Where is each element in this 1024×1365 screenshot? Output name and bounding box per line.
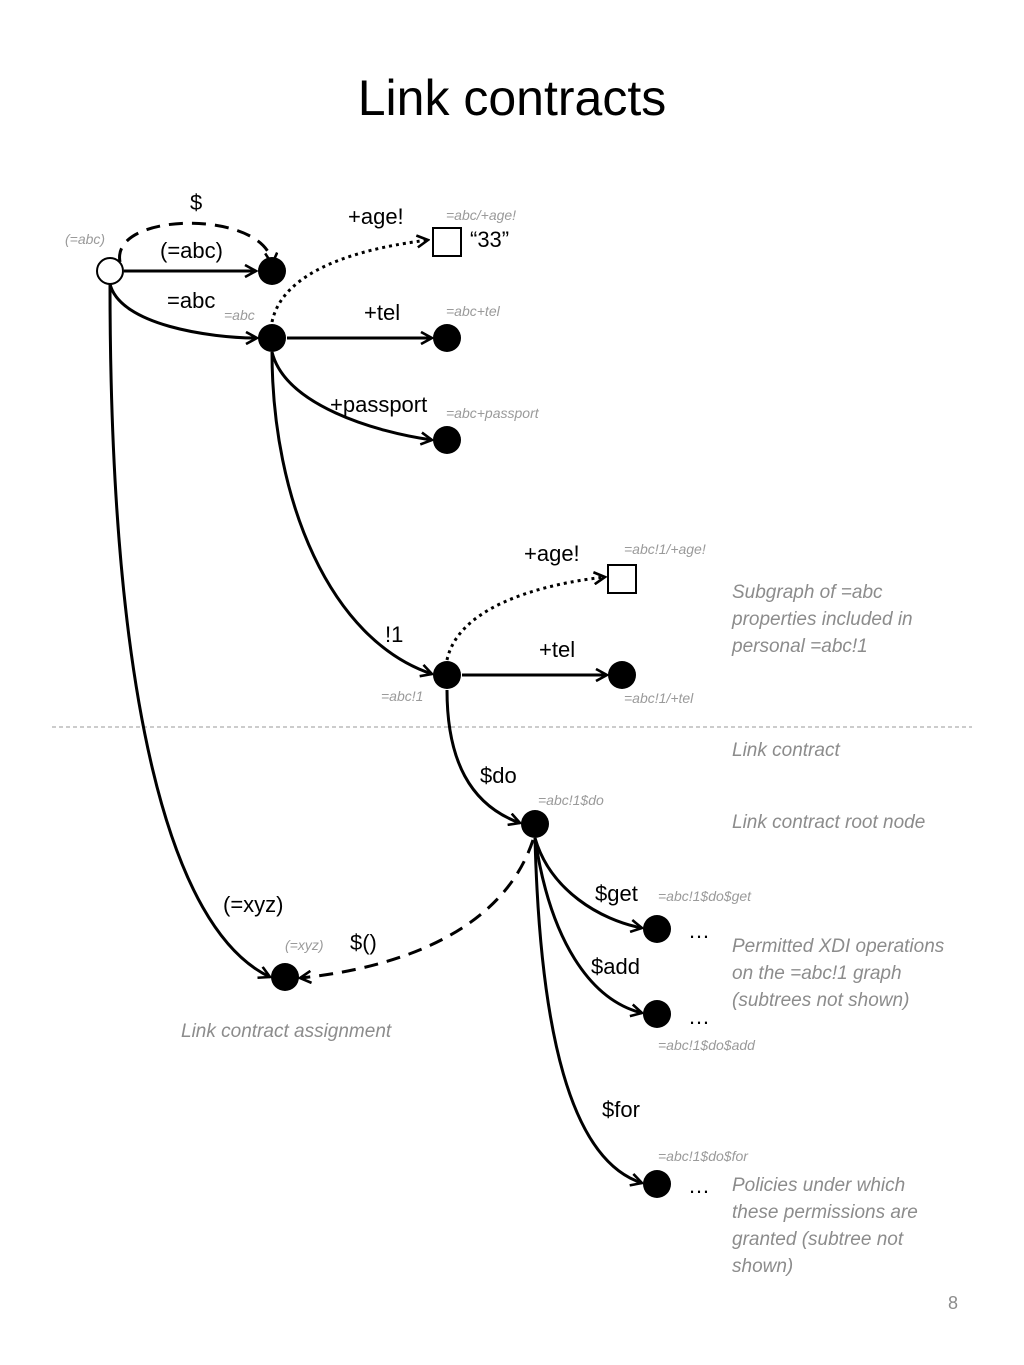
edge-age xyxy=(270,240,428,323)
node-abc-tel xyxy=(433,324,461,352)
literal-value: “33” xyxy=(470,227,509,252)
node-abc1-do-get xyxy=(643,915,671,943)
edge-passport xyxy=(270,351,432,440)
annotation-abc-passport: =abc+passport xyxy=(446,405,540,421)
edge-label-for: $for xyxy=(602,1097,640,1122)
node-abc-age-literal xyxy=(432,227,462,257)
note-link-contract: Link contract xyxy=(732,740,840,761)
edge-label-age2: +age! xyxy=(524,541,580,566)
edge-label-dollar-paren: $() xyxy=(350,930,377,955)
note-subgraph-line3: personal =abc!1 xyxy=(731,636,868,657)
edge-label-tel: +tel xyxy=(364,300,400,325)
node-abc1-tel xyxy=(608,661,636,689)
node-abc1-do xyxy=(521,810,549,838)
note-permitted-line2: on the =abc!1 graph xyxy=(732,963,902,984)
edge-abc xyxy=(108,283,257,338)
node-abc1-do-add xyxy=(643,1000,671,1028)
note-permitted-line3: (subtrees not shown) xyxy=(732,990,909,1011)
node-abc1-age-literal xyxy=(607,564,637,594)
edge-label-paren-xyz: (=xyz) xyxy=(223,892,284,917)
annotation-abc: =abc xyxy=(224,307,255,323)
ellipsis-add: … xyxy=(688,1004,710,1029)
edge-label-paren-abc: (=abc) xyxy=(160,238,223,263)
edge-label-age: +age! xyxy=(348,204,404,229)
edge-label-abc: =abc xyxy=(167,288,215,313)
node-paren-abc xyxy=(258,257,286,285)
note-policies-line1: Policies under which xyxy=(732,1175,905,1196)
node-abc xyxy=(258,324,286,352)
note-assignment: Link contract assignment xyxy=(181,1021,392,1042)
edge-label-get: $get xyxy=(595,881,638,906)
ellipsis-get: … xyxy=(688,918,710,943)
note-root-node: Link contract root node xyxy=(732,812,925,833)
note-policies-line3: granted (subtree not xyxy=(732,1229,904,1250)
annotation-abc1-do-add: =abc!1$do$add xyxy=(658,1037,756,1053)
node-abc-passport xyxy=(433,426,461,454)
note-subgraph-line1: Subgraph of =abc xyxy=(732,582,883,603)
edge-one xyxy=(270,351,432,674)
annotation-abc1-do: =abc!1$do xyxy=(538,792,604,808)
edge-dollar xyxy=(118,221,272,264)
note-permitted-line1: Permitted XDI operations xyxy=(732,936,945,957)
edge-label-do: $do xyxy=(480,763,517,788)
edge-paren-xyz xyxy=(108,283,270,977)
edge-for xyxy=(533,837,642,1183)
annotation-abc1-age: =abc!1/+age! xyxy=(624,541,706,557)
ellipsis-for: … xyxy=(688,1173,710,1198)
annotation-abc-tel: =abc+tel xyxy=(446,303,501,319)
annotation-xyz: (=xyz) xyxy=(285,937,324,953)
annotation-abc1-do-get: =abc!1$do$get xyxy=(658,888,752,904)
edge-do xyxy=(445,689,520,823)
edge-add xyxy=(533,837,642,1013)
note-policies-line4: shown) xyxy=(732,1256,793,1277)
note-subgraph-line2: properties included in xyxy=(731,609,913,630)
edge-label-add: $add xyxy=(591,954,640,979)
annotation-abc1: =abc!1 xyxy=(381,688,423,704)
edge-label-one: !1 xyxy=(385,622,403,647)
edge-get xyxy=(533,837,642,928)
edge-label-dollar: $ xyxy=(190,190,202,215)
annotation-root: (=abc) xyxy=(65,231,105,247)
node-xyz xyxy=(271,963,299,991)
note-policies-line2: these permissions are xyxy=(732,1202,918,1223)
edge-dollar-paren xyxy=(300,839,535,978)
annotation-abc1-tel: =abc!1/+tel xyxy=(624,690,694,706)
edge-age2 xyxy=(445,577,605,661)
edge-label-tel2: +tel xyxy=(539,637,575,662)
node-root xyxy=(96,257,124,285)
node-abc1 xyxy=(433,661,461,689)
page-number: 8 xyxy=(948,1293,958,1313)
annotation-abc-age: =abc/+age! xyxy=(446,207,516,223)
node-abc1-do-for xyxy=(643,1170,671,1198)
page-title: Link contracts xyxy=(358,70,666,126)
edge-label-passport: +passport xyxy=(330,392,427,417)
annotation-abc1-do-for: =abc!1$do$for xyxy=(658,1148,749,1164)
